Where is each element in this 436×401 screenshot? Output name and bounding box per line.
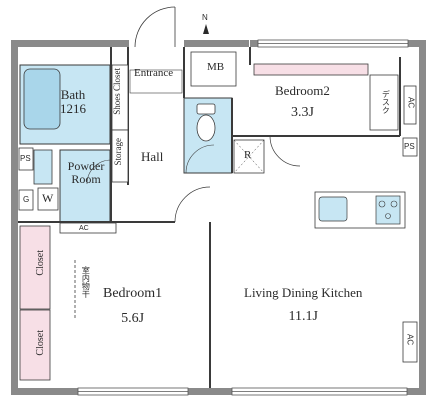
toilet-tank [196, 103, 216, 115]
closet-upper-label: Closet [35, 250, 46, 276]
closet-lower-label: Closet [35, 330, 46, 356]
bedroom2-name: Bedroom2 [275, 83, 330, 98]
ps-right-label: PS [404, 142, 415, 151]
ac-unit-bedroom2 [403, 85, 417, 125]
bedroom1-label: Bedroom1 5.6J [103, 286, 163, 326]
shoes-closet-label: Shoes Closet [112, 68, 122, 115]
mb-label: MB [207, 61, 225, 73]
indoor-drying-label: 室内物干 [81, 266, 91, 298]
bedroom2-closet [253, 63, 369, 76]
north-label: N [202, 13, 208, 22]
ldk-name: Living Dining Kitchen [244, 285, 363, 300]
ps-box-right [402, 137, 418, 157]
windows [77, 39, 409, 396]
bath-size: 1216 [60, 100, 86, 116]
ps-box-left [18, 147, 34, 171]
ac-bedroom2-label: AC [406, 97, 416, 109]
ac-ldk-label: AC [405, 334, 415, 346]
w-label: W [42, 191, 54, 205]
washing-machine [37, 187, 59, 211]
ac-unit-bedroom1 [59, 222, 117, 234]
kitchen-stove [375, 195, 401, 225]
desk [369, 74, 399, 131]
powder-door-swing [86, 159, 112, 185]
r-label: R [244, 149, 252, 161]
bedroom2-door-swing [269, 135, 301, 167]
ac-unit-ldk [402, 321, 418, 363]
ldk-area: 11.1J [288, 308, 318, 324]
desk-label: デスク [381, 90, 391, 114]
bedroom1-area: 5.6J [121, 310, 145, 326]
north-arrow-icon [203, 24, 209, 34]
bath-name: Bath [60, 87, 86, 102]
kitchen-sink [318, 196, 348, 222]
g-label: G [23, 195, 30, 204]
mb-box [190, 51, 237, 87]
storage-label: Storage [113, 138, 123, 166]
entrance-step [129, 69, 183, 94]
hall-storage [111, 129, 129, 183]
bedroom2-label: Bedroom2 3.3J [275, 84, 330, 120]
bedroom2-area: 3.3J [290, 104, 314, 120]
bath-label: Bath 1216 [60, 88, 86, 115]
bathtub [23, 68, 61, 130]
toilet-bowl [196, 114, 216, 142]
bedroom1-door-swing [174, 186, 211, 223]
hall-label: Hall [141, 149, 164, 164]
bedroom1-closet-lower [19, 309, 51, 381]
ps-left-label: PS [20, 154, 31, 163]
washbasin-area [33, 149, 53, 185]
bedroom1-closet-upper [19, 225, 51, 310]
powder-room-label: Powder Room [67, 159, 105, 187]
entrance-label: Entrance [134, 67, 174, 79]
gas-meter [18, 189, 34, 211]
entrance-door-swing [134, 6, 176, 48]
ldk-label: Living Dining Kitchen 11.1J [244, 286, 362, 324]
ac-bedroom1-label: AC [79, 225, 89, 232]
toilet-door-swing [185, 144, 215, 174]
bedroom1-name: Bedroom1 [103, 286, 163, 301]
